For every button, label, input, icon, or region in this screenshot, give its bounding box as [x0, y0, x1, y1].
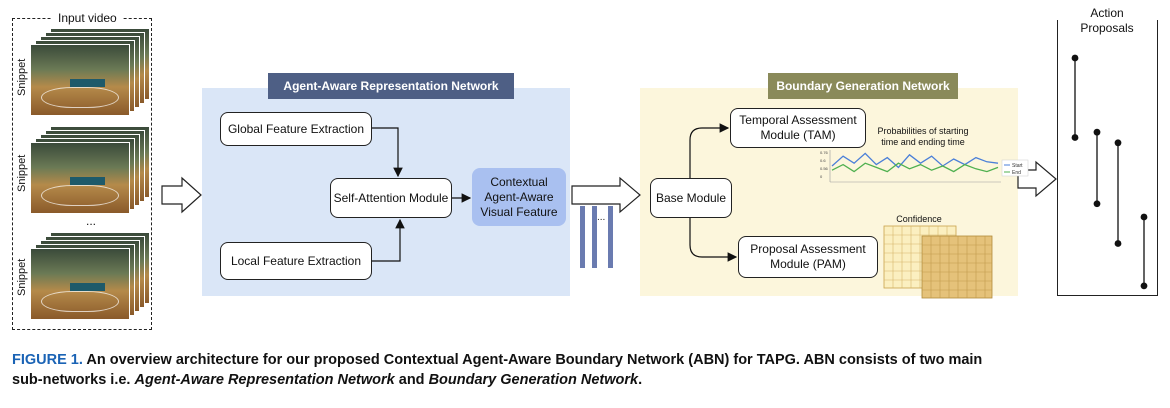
- contextual-feature-box: Contextual Agent-Aware Visual Feature: [472, 168, 566, 226]
- pam-box: Proposal Assessment Module (PAM): [738, 236, 878, 278]
- input-video-title: Input video: [52, 11, 123, 25]
- caption-line-1: FIGURE 1. An overview architecture for o…: [12, 350, 1162, 370]
- tam-box: Temporal Assessment Module (TAM): [730, 108, 866, 148]
- prob-label: Probabilities of starting time and endin…: [877, 126, 969, 147]
- caption-figure-label: FIGURE 1.: [12, 352, 83, 368]
- feature-bar-2: [592, 206, 597, 268]
- feature-bar-1: [580, 206, 585, 268]
- arn-to-bgn-arrow: [571, 176, 641, 214]
- caption-text-2c: and: [398, 372, 425, 388]
- mid-ellipsis: ...: [597, 212, 605, 223]
- snippet-label-3: Snippet: [16, 258, 28, 296]
- proposals-panel: [1057, 20, 1158, 296]
- bgn-to-proposals-arrow: [1017, 160, 1057, 198]
- figure-caption: FIGURE 1. An overview architecture for o…: [12, 350, 1162, 390]
- snippet-ellipsis: ...: [86, 214, 97, 228]
- caption-text-2b: Agent-Aware Representation Network: [134, 372, 395, 388]
- caption-text-1: An overview architecture for our propose…: [86, 352, 983, 368]
- feature-bar-3: [608, 206, 613, 268]
- arn-banner: Agent-Aware Representation Network: [268, 73, 514, 99]
- snippet-stack-3: [30, 232, 155, 322]
- confidence-label: Confidence score: [896, 214, 942, 235]
- caption-text-2d: Boundary Generation Network: [428, 372, 639, 388]
- proposals-title: Action Proposals: [1068, 6, 1146, 36]
- input-to-arn-arrow: [161, 176, 202, 214]
- self-attention-box: Self-Attention Module: [330, 178, 452, 218]
- global-feature-box: Global Feature Extraction: [220, 112, 372, 146]
- bgn-banner: Boundary Generation Network: [768, 73, 958, 99]
- caption-text-2a: sub-networks i.e.: [12, 372, 131, 388]
- snippet-stack-1: [30, 28, 155, 118]
- caption-line-2: sub-networks i.e. Agent-Aware Representa…: [12, 370, 1162, 390]
- snippet-label-2: Snippet: [16, 154, 28, 192]
- caption-text-2e: .: [638, 372, 643, 388]
- snippet-label-1: Snippet: [16, 58, 28, 96]
- local-feature-box: Local Feature Extraction: [220, 242, 372, 280]
- snippet-stack-2: [30, 126, 155, 216]
- base-module-box: Base Module: [650, 178, 732, 218]
